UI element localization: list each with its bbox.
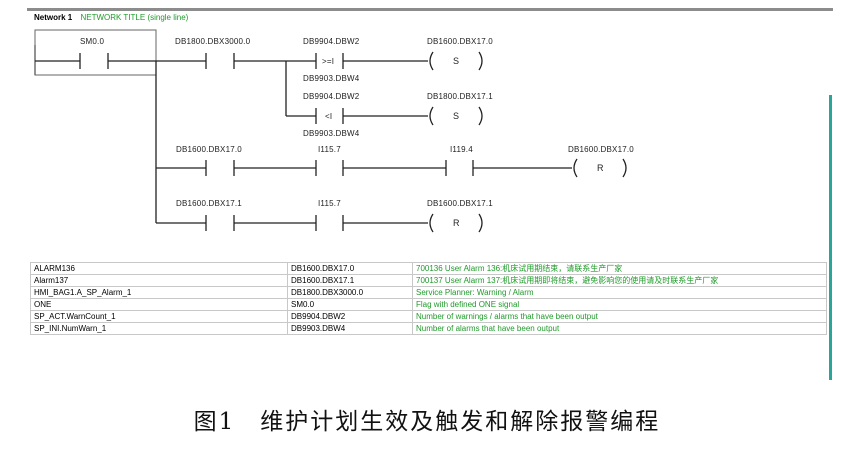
coil2-address[interactable]: DB1800.DBX17.1 [427,92,493,101]
address-cell[interactable]: DB9904.DBW2 [287,310,413,323]
vertical-scrollbar[interactable] [829,95,832,380]
contact-db1600-17-0-label[interactable]: DB1600.DBX17.0 [176,145,242,154]
coil1-type: S [453,56,459,66]
contact-i115-7-b-label[interactable]: I115.7 [318,199,341,208]
symbol-name-cell[interactable]: SP_INI.NumWarn_1 [30,322,288,335]
ladder-diagram: SM0.0 DB1800.DBX3000.0 DB9904.DBW2 >=I D… [34,29,634,233]
comment-cell[interactable]: 700136 User Alarm 136:机床试用期结束，请联系生产厂家 [412,262,827,275]
symbol-name-cell[interactable]: ONE [30,298,288,311]
contact-db1800-label[interactable]: DB1800.DBX3000.0 [175,37,251,46]
coil4-type: R [453,218,460,228]
coil3-type: R [597,163,604,173]
comment-cell[interactable]: Number of alarms that have been output [412,322,827,335]
comment-cell[interactable]: Flag with defined ONE signal [412,298,827,311]
address-cell[interactable]: SM0.0 [287,298,413,311]
coil3-address[interactable]: DB1600.DBX17.0 [568,145,634,154]
contact-i115-7-label[interactable]: I115.7 [318,145,341,154]
compare2-operand1[interactable]: DB9904.DBW2 [303,92,360,101]
comment-cell[interactable]: 700137 User Alarm 137:机床试用期即将结束，避免影响您的使用… [412,274,827,287]
address-cell[interactable]: DB1800.DBX3000.0 [287,286,413,299]
compare1-operand1[interactable]: DB9904.DBW2 [303,37,360,46]
compare1-operator: >=I [322,57,334,66]
editor-top-border [27,8,833,11]
comment-cell[interactable]: Number of warnings / alarms that have be… [412,310,827,323]
symbol-name-cell[interactable]: SP_ACT.WarnCount_1 [30,310,288,323]
network-number: Network 1 [34,13,73,22]
symbol-name-cell[interactable]: ALARM136 [30,262,288,275]
coil2-type: S [453,111,459,121]
symbol-name-cell[interactable]: Alarm137 [30,274,288,287]
compare2-operand2[interactable]: DB9903.DBW4 [303,129,360,138]
address-cell[interactable]: DB1600.DBX17.0 [287,262,413,275]
contact-i119-4-label[interactable]: I119.4 [450,145,473,154]
compare2-operator: <I [325,112,332,121]
contact-db1600-17-1-label[interactable]: DB1600.DBX17.1 [176,199,242,208]
address-cell[interactable]: DB1600.DBX17.1 [287,274,413,287]
network-title[interactable]: NETWORK TITLE (single line) [80,13,189,22]
selection-box [34,29,157,76]
contact-sm0-0-label[interactable]: SM0.0 [80,37,104,46]
network-header[interactable]: Network 1 NETWORK TITLE (single line) [34,13,188,22]
comment-cell[interactable]: Service Planner: Warning / Alarm [412,286,827,299]
coil4-address[interactable]: DB1600.DBX17.1 [427,199,493,208]
figure-caption: 图1 维护计划生效及触发和解除报警编程 [193,409,661,435]
coil1-address[interactable]: DB1600.DBX17.0 [427,37,493,46]
compare1-operand2[interactable]: DB9903.DBW4 [303,74,360,83]
symbol-name-cell[interactable]: HMI_BAG1.A_SP_Alarm_1 [30,286,288,299]
address-cell[interactable]: DB9903.DBW4 [287,322,413,335]
